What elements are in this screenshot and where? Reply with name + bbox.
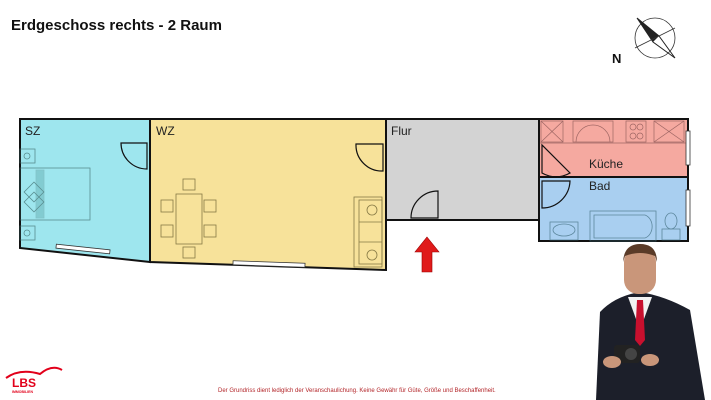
room-label-bad: Bad: [589, 179, 610, 193]
disclaimer: Der Grundriss dient lediglich der Verans…: [218, 388, 496, 394]
svg-text:IMMOBILIEN: IMMOBILIEN: [12, 390, 33, 394]
compass-icon: [634, 17, 676, 59]
page-title: Erdgeschoss rechts - 2 Raum: [11, 17, 222, 34]
dining-table-icon: [160, 178, 217, 259]
door: [355, 143, 384, 172]
room-bad: [538, 176, 689, 242]
room-label-wz: WZ: [156, 124, 175, 138]
room-label-sz: SZ: [25, 124, 40, 138]
kitchen-counter-icon: [540, 120, 686, 144]
door: [120, 142, 148, 170]
window: [232, 260, 306, 268]
door: [410, 190, 439, 219]
window: [685, 130, 691, 166]
north-label: N: [612, 51, 622, 66]
bathroom-fixtures-icon: [549, 210, 681, 242]
door: [541, 143, 571, 178]
door: [541, 180, 571, 209]
bed-icon: [19, 148, 91, 241]
room-wz: [149, 118, 387, 272]
room-label-flur: Flur: [391, 124, 412, 138]
entrance-arrow-icon: [414, 236, 440, 273]
window: [55, 243, 111, 255]
room-label-kueche: Küche: [589, 157, 623, 171]
agent-photo: [596, 244, 705, 400]
window: [685, 189, 691, 227]
svg-text:LBS: LBS: [12, 376, 36, 390]
sofa-icon: [353, 196, 383, 268]
lbs-logo: LBS IMMOBILIEN: [5, 366, 63, 394]
